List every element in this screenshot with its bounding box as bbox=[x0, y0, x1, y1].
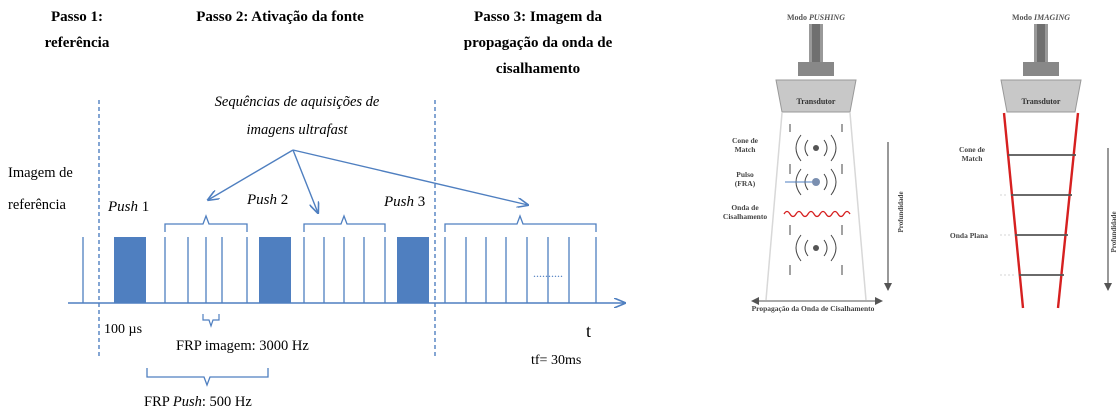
acquisition-arrow-1 bbox=[208, 149, 294, 200]
imaging-transducer bbox=[1000, 79, 1082, 113]
step1-title: Passo 1: referência bbox=[44, 9, 110, 51]
imaging-cone-left bbox=[1002, 112, 1025, 309]
acquisition-arrow-2 bbox=[292, 149, 318, 213]
frp-image-label: FRP imagem: 3000 Hz bbox=[176, 338, 309, 354]
acquisition-ticks bbox=[82, 237, 597, 303]
pushing-cone-label-2: Match bbox=[735, 145, 757, 154]
push-pulse-1 bbox=[114, 237, 146, 303]
pushing-shear-label-1: Onda de bbox=[731, 203, 759, 212]
step2-title: Passo 2: Ativação da fonte bbox=[196, 9, 364, 25]
tf-label: tf= 30ms bbox=[531, 353, 581, 368]
acquisition-arrow-3 bbox=[292, 149, 528, 205]
acquisition-brace-1 bbox=[164, 214, 248, 232]
frp-image-brace bbox=[202, 314, 220, 328]
reference-image-label-line2: referência bbox=[8, 197, 67, 213]
imaging-mode-panel: Modo IMAGING Transdutor Profundidade Con… bbox=[950, 13, 1118, 309]
imaging-plane-wave-label: Onda Plana bbox=[950, 231, 988, 240]
time-axis-label: t bbox=[586, 321, 591, 341]
acquisition-label-line1: Sequências de aquisições de bbox=[215, 94, 380, 110]
imaging-depth-label: Profundidade bbox=[1110, 211, 1118, 252]
push1-label: Push 1 bbox=[107, 199, 149, 215]
pushing-pulse-label-1: Pulso bbox=[736, 170, 754, 179]
pushing-focal-dot-1 bbox=[813, 145, 819, 151]
frp-push-label: FRP Push: 500 Hz bbox=[144, 394, 252, 410]
pushing-transducer-label: Transdutor bbox=[797, 97, 836, 106]
imaging-title: Modo IMAGING bbox=[1012, 13, 1070, 22]
reference-image-label-line1: Imagem de bbox=[8, 165, 73, 181]
pushing-title: Modo PUSHING bbox=[787, 13, 845, 22]
acquisition-brace-3 bbox=[444, 214, 597, 232]
push-pulse-2 bbox=[259, 237, 291, 303]
pushing-depth-label: Profundidade bbox=[897, 191, 905, 232]
pushing-transducer bbox=[775, 79, 857, 113]
pushing-shear-label-2: Cisalhamento bbox=[723, 212, 767, 221]
pushing-mode-panel: Modo PUSHING Transdutor Profundidade Con bbox=[723, 13, 905, 313]
pushing-cone-label-1: Cone de bbox=[732, 136, 759, 145]
pulse-sequence-diagram: Sequências de aquisições de imagens ultr… bbox=[8, 94, 625, 410]
push-pulse-3 bbox=[397, 237, 429, 303]
imaging-cone-label-2: Match bbox=[962, 154, 984, 163]
imaging-cone-label-1: Cone de bbox=[959, 145, 986, 154]
pulse-width-label: 100 µs bbox=[104, 322, 142, 337]
pushing-pulse-label-2: (FRA) bbox=[735, 179, 756, 188]
imaging-plane-waves bbox=[1008, 154, 1076, 276]
imaging-transducer-label: Transdutor bbox=[1022, 97, 1061, 106]
push3-label: Push 3 bbox=[383, 194, 425, 210]
pushing-focal-dot-2 bbox=[812, 178, 820, 186]
frp-push-brace bbox=[146, 368, 269, 387]
pushing-shear-wave bbox=[783, 210, 851, 218]
acquisition-brace-2 bbox=[303, 214, 386, 232]
acquisition-label-line2: imagens ultrafast bbox=[246, 122, 348, 138]
pushing-focal-dot-3 bbox=[813, 245, 819, 251]
step3-title: Passo 3: Imagem da propagação da onda de… bbox=[463, 9, 613, 77]
continuation-dots: .......... bbox=[533, 266, 563, 280]
push2-label: Push 2 bbox=[246, 192, 288, 208]
pushing-cone bbox=[765, 112, 867, 301]
pushing-propagation-label: Propagação da Onda de Cisalhamento bbox=[752, 304, 875, 313]
imaging-cone-right bbox=[1056, 112, 1080, 309]
